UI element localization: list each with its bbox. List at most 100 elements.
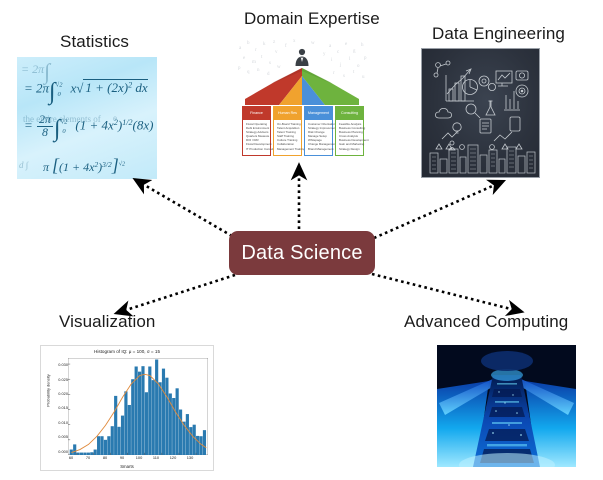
connector-center-to-engineering	[373, 179, 507, 240]
histogram-plot-area	[68, 358, 208, 455]
histogram-bar	[134, 366, 138, 455]
chalkboard-sketch-graphic	[429, 60, 536, 174]
histogram-xtick-7: 130	[186, 455, 194, 460]
statistics-formula-line-1: = 2π∫√20 x√1 + (2x)2 dx	[24, 79, 148, 105]
svg-text:y: y	[323, 52, 326, 57]
businessman-figure	[295, 48, 309, 66]
histogram-bar	[90, 452, 94, 455]
histogram-bar	[141, 366, 145, 455]
histogram-bar	[144, 392, 148, 455]
histogram-bar	[182, 421, 186, 455]
svg-text:w: w	[277, 65, 281, 70]
histogram-bar	[103, 439, 108, 455]
histogram-bar	[120, 415, 125, 455]
svg-text:q: q	[247, 70, 250, 75]
node-label-domain-expertise: Domain Expertise	[244, 9, 380, 28]
histogram-bar	[151, 380, 155, 455]
svg-text:g: g	[353, 49, 356, 54]
domain-column-header-0: Finance	[242, 106, 271, 119]
svg-text:r: r	[255, 48, 257, 53]
svg-text:p: p	[364, 56, 367, 61]
domain-column-header-1: Human Res	[273, 106, 302, 119]
histogram-density-curve	[71, 373, 207, 454]
histogram-xtick-5: 110	[152, 455, 160, 460]
svg-text:h: h	[361, 43, 364, 48]
svg-text:a: a	[329, 44, 332, 49]
histogram-bar	[175, 388, 179, 455]
visualization-histogram-panel: Histogram of IQ: μ = 100, σ = 15 Probabi…	[40, 345, 214, 471]
histogram-bar	[185, 414, 189, 455]
svg-text:i: i	[331, 58, 333, 63]
histogram-xtick-2: 80	[102, 455, 108, 460]
svg-text:m: m	[252, 60, 256, 65]
histogram-bar	[79, 452, 84, 455]
histogram-xtick-3: 90	[119, 455, 125, 460]
histogram-ytick-3: 0.015	[58, 405, 68, 411]
supercomputer-photo-graphic	[437, 345, 576, 467]
statistics-formula-line-3: π [(1 + 4x2)3/2]√2	[43, 155, 125, 175]
histogram-bar	[196, 435, 200, 455]
histogram-bar	[155, 359, 159, 455]
histogram-bar	[114, 395, 118, 455]
data-engineering-image-panel	[421, 48, 540, 178]
histogram-xtick-1: 70	[85, 455, 91, 460]
svg-text:o: o	[357, 64, 360, 69]
histogram-bar	[69, 449, 73, 455]
svg-text:l: l	[349, 57, 351, 62]
histogram-bar	[117, 426, 121, 455]
histogram-bar	[165, 377, 169, 455]
svg-text:t: t	[353, 70, 355, 75]
histogram-bar	[131, 379, 135, 455]
svg-text:c: c	[337, 50, 340, 55]
histogram-xtick-0: 60	[68, 455, 74, 460]
svg-text:f: f	[285, 44, 287, 49]
histogram-ytick-4: 0.020	[58, 390, 68, 396]
histogram-bar	[168, 393, 172, 455]
histogram-ytick-2: 0.010	[58, 419, 68, 425]
svg-text:z: z	[273, 40, 276, 45]
domain-column-header-3: Consulting	[335, 106, 364, 119]
statistics-image-panel: = 2π∫ the entire elements of e d ∫ = 2π∫…	[17, 57, 157, 179]
histogram-bar	[161, 368, 166, 455]
svg-text:a: a	[239, 46, 242, 51]
histogram-bar	[73, 444, 77, 455]
domain-column-body-1: On-Board Training Talent Acquisition Tal…	[273, 119, 305, 156]
center-node-data-science[interactable]: Data Science	[229, 231, 375, 275]
histogram-bar	[148, 366, 152, 455]
domain-column-body-3: Feasible Analysis Business Consulting Bu…	[335, 119, 369, 156]
node-label-data-engineering: Data Engineering	[432, 24, 565, 43]
histogram-bar	[202, 430, 207, 455]
connector-center-to-computing	[371, 272, 525, 317]
svg-text:d: d	[267, 72, 270, 77]
node-label-advanced-computing: Advanced Computing	[404, 312, 569, 331]
histogram-title: Histogram of IQ: μ = 100, σ = 15	[94, 349, 160, 354]
statistics-ghost-text: the entire elements of	[23, 114, 101, 124]
svg-text:s: s	[269, 61, 271, 66]
histogram-bar	[158, 382, 162, 455]
node-label-visualization: Visualization	[59, 312, 156, 331]
histogram-bar	[199, 436, 203, 455]
svg-text:v: v	[275, 50, 278, 55]
connector-center-to-statistics	[132, 178, 233, 238]
svg-text:r: r	[333, 71, 335, 76]
svg-text:x: x	[293, 39, 296, 44]
histogram-bar	[107, 436, 111, 455]
svg-text:n: n	[257, 68, 260, 73]
domain-column-body-2: Customer Orientation Strategy Improvemen…	[304, 119, 336, 156]
histogram-bar	[93, 449, 97, 455]
histogram-bar	[127, 404, 131, 455]
center-node-label: Data Science	[241, 241, 363, 264]
histogram-bar	[172, 398, 176, 455]
histogram-ytick-0: 0.000	[58, 448, 68, 454]
svg-text:j: j	[339, 63, 341, 68]
svg-text:b: b	[247, 41, 250, 46]
svg-text:e: e	[243, 56, 246, 61]
connector-center-to-visualization	[113, 273, 236, 317]
histogram-bar	[97, 436, 101, 455]
histogram-ytick-5: 0.025	[58, 376, 68, 382]
histogram-x-axis-label: Smarts	[120, 464, 134, 469]
